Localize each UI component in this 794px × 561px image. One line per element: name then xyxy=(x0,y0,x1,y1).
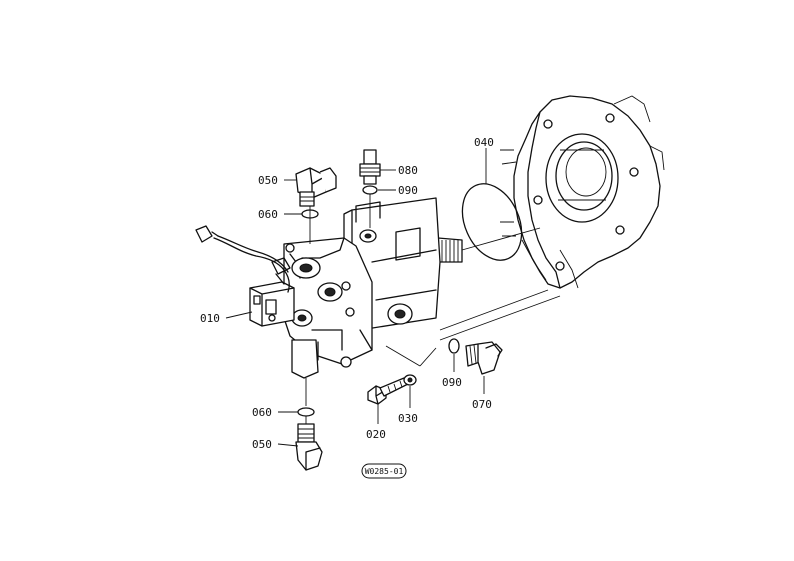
callout-label: 050 xyxy=(258,174,278,187)
transmission-housing xyxy=(500,95,665,289)
callout-label: 040 xyxy=(474,136,494,149)
bolt-020 xyxy=(367,377,409,405)
speed-sensor-cable xyxy=(195,225,290,293)
callout-010: 010 xyxy=(200,311,253,325)
figure-code-stamp: W0285-01 xyxy=(361,463,407,479)
callout-020: 020 xyxy=(366,404,386,441)
figure-code: W0285-01 xyxy=(365,467,404,476)
bolt-leader xyxy=(385,345,437,367)
breather-080 xyxy=(359,149,381,185)
callout-080: 080 xyxy=(380,164,418,177)
callout-label: 020 xyxy=(366,428,386,441)
washer-060-bottom xyxy=(297,407,315,417)
callout-060-bottom: 060 xyxy=(252,406,298,419)
callout-050-bottom: 050 xyxy=(252,438,299,451)
leader-lines xyxy=(305,194,371,424)
callout-label: 030 xyxy=(398,412,418,425)
elbow-fitting-050-top xyxy=(295,167,337,207)
callout-label: 050 xyxy=(252,438,272,451)
callout-040: 040 xyxy=(474,136,494,184)
callout-label: 070 xyxy=(472,398,492,411)
callout-label: 060 xyxy=(258,208,278,221)
washer-030 xyxy=(403,374,417,386)
callout-090-right: 090 xyxy=(442,354,462,389)
elbow-fitting-070 xyxy=(465,341,503,375)
callout-label: 010 xyxy=(200,312,220,325)
callout-label: 090 xyxy=(442,376,462,389)
callout-050-top: 050 xyxy=(258,174,296,187)
callout-060-top: 060 xyxy=(258,208,302,221)
washer-090-right xyxy=(448,338,460,354)
callout-label: 060 xyxy=(252,406,272,419)
pump-body xyxy=(249,197,441,379)
washer-090-top xyxy=(362,185,378,195)
callout-090-top: 090 xyxy=(378,184,418,197)
callout-030: 030 xyxy=(398,386,418,425)
elbow-fitting-050-bottom xyxy=(295,423,323,471)
o-ring-040 xyxy=(461,183,523,261)
callout-070: 070 xyxy=(472,376,492,411)
callout-label: 090 xyxy=(398,184,418,197)
callout-label: 080 xyxy=(398,164,418,177)
